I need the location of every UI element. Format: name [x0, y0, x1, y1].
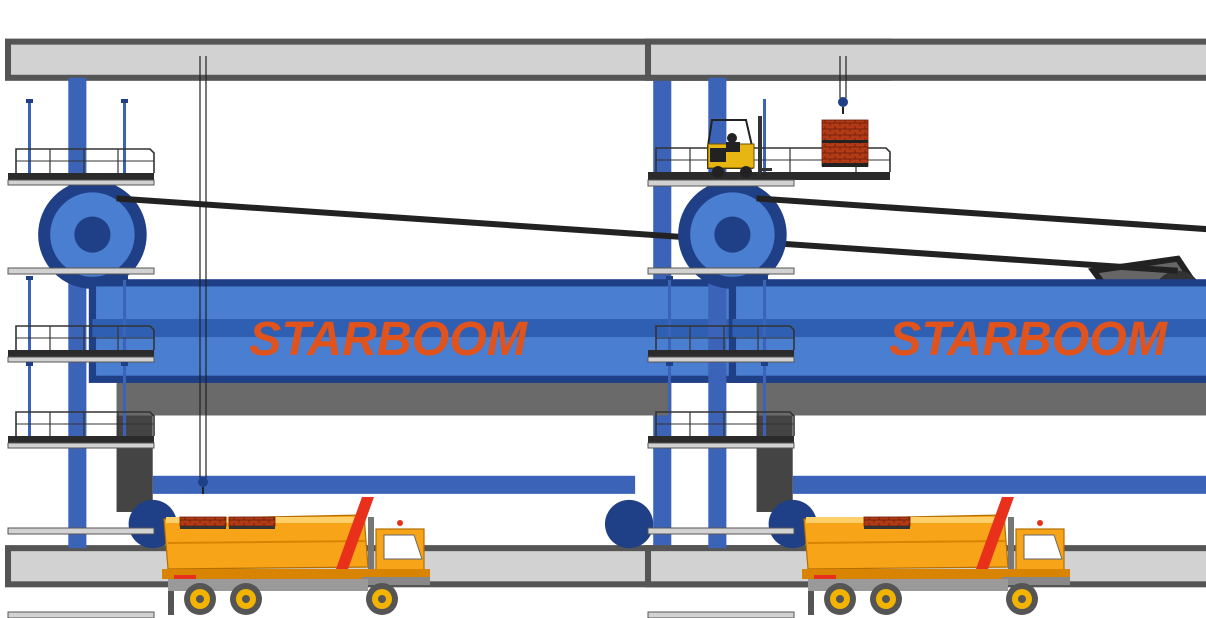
dump-truck-after [802, 497, 1070, 615]
dump-truck-before [162, 497, 430, 615]
floor-slab [8, 268, 154, 274]
floor-slab [8, 612, 154, 618]
hook-icon [198, 477, 208, 487]
floor-slab [648, 528, 794, 534]
floor-slab [648, 268, 794, 274]
brick-pallet [864, 517, 910, 529]
brick-pallet [180, 517, 226, 529]
brick-stack [822, 120, 868, 167]
panel-after [648, 42, 1206, 618]
brick-pallet [229, 517, 275, 529]
floor-slab [648, 612, 794, 618]
hook-icon [838, 97, 848, 107]
floor-slab [8, 528, 154, 534]
hoist-cable-lowered [198, 56, 208, 494]
crane-after [648, 42, 1206, 585]
